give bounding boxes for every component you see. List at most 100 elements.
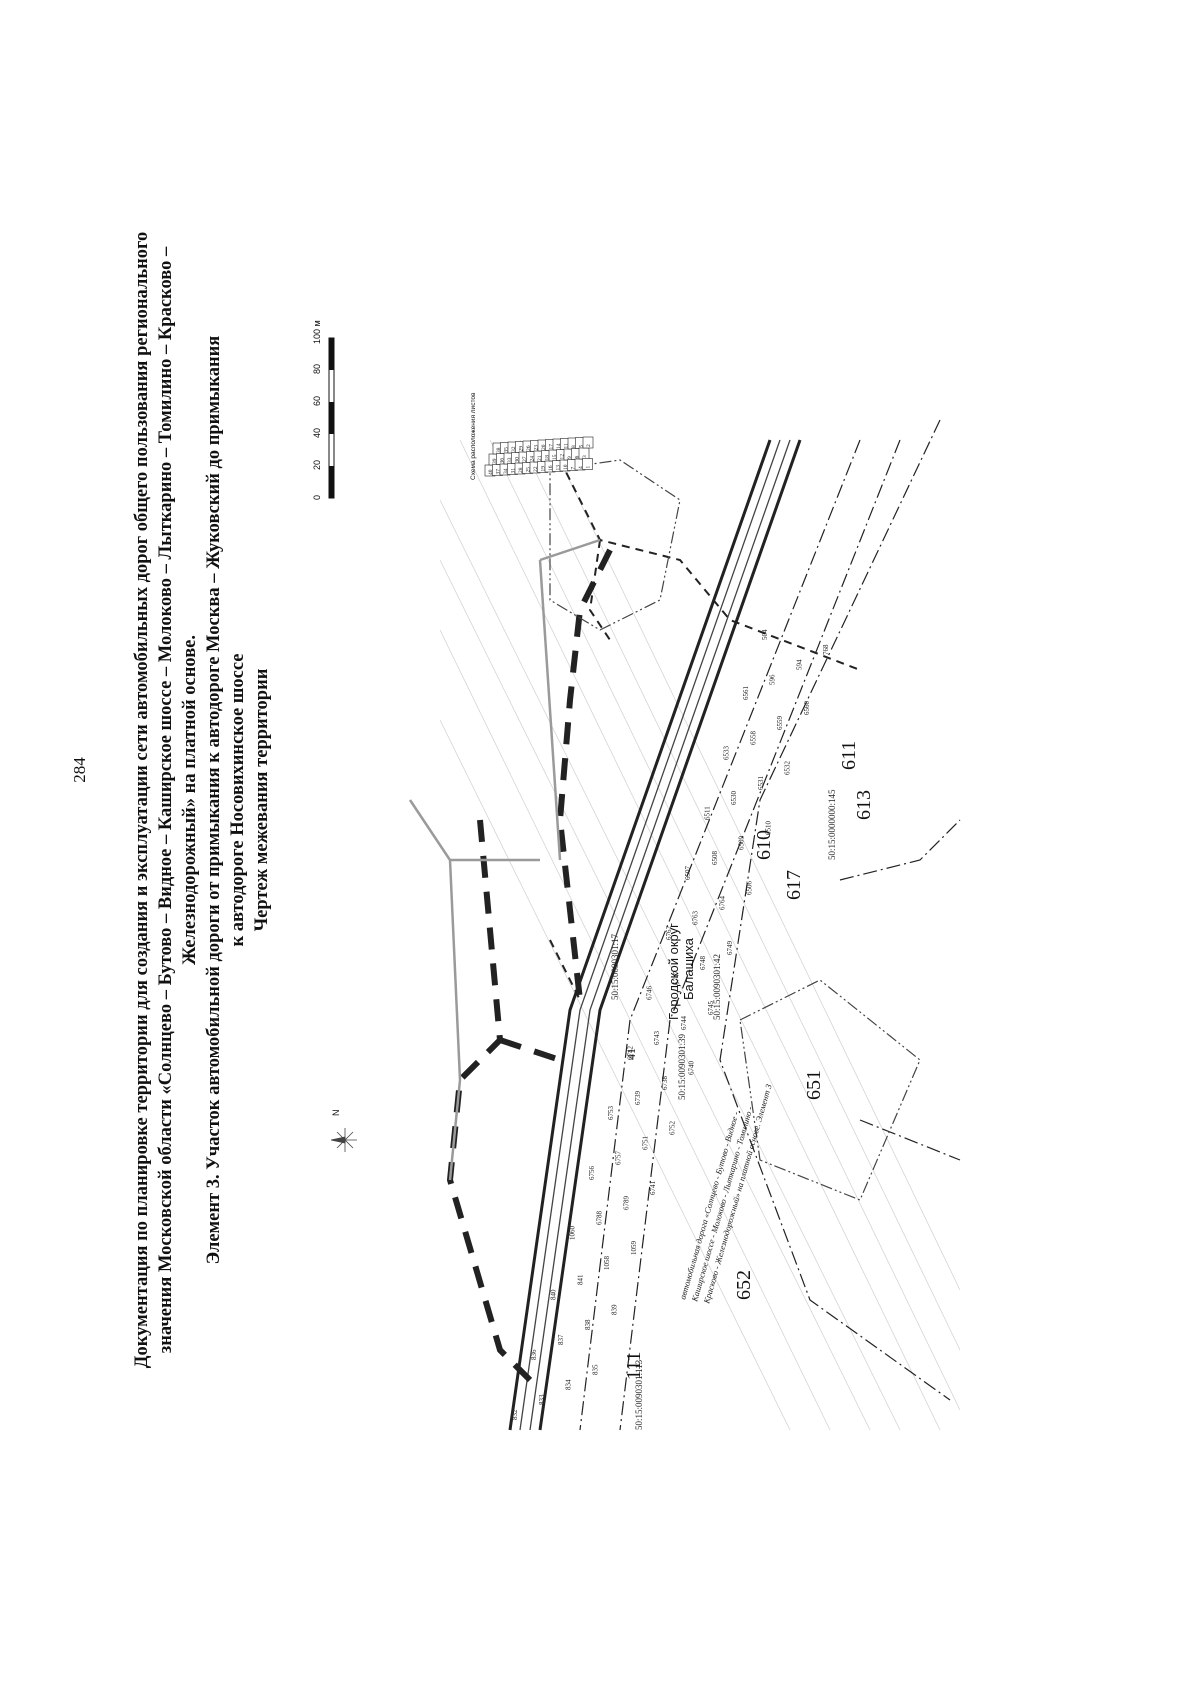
- municipality-label-line-1: Городской округ: [666, 923, 681, 1020]
- sheet-number: 26: [526, 445, 532, 451]
- point-label: 6757: [615, 1151, 623, 1166]
- zone-label-111: 111: [623, 1351, 645, 1380]
- title-line-4: Элемент 3. Участок автомобильной дороги …: [204, 335, 224, 1265]
- point-label: 6752: [668, 1121, 676, 1136]
- point-label: 768: [822, 644, 830, 655]
- sheet-number: 8: [571, 445, 577, 448]
- sheet-cell: [582, 436, 594, 449]
- point-label: 6532: [784, 761, 792, 776]
- point-label: 6531: [757, 776, 765, 791]
- sheet-number: 39: [492, 458, 498, 464]
- title-line-1: Документация по планировке территории дл…: [132, 231, 152, 1369]
- sheet-number: 15: [552, 454, 558, 460]
- parcel-id: 50:15:0000000:145: [827, 789, 837, 860]
- point-label: 832: [511, 1409, 519, 1420]
- parcel-id: 50:15:0090301:113: [634, 1359, 644, 1430]
- point-label: 504: [761, 629, 769, 640]
- parcel-id: 50:15:0090301:42: [712, 954, 722, 1020]
- sheet-number: 3: [582, 455, 588, 458]
- north-arrow: N: [330, 1110, 357, 1152]
- sheet-number: 40: [488, 469, 494, 475]
- point-label: 1058: [603, 1256, 611, 1271]
- sheet-number: 18: [545, 455, 551, 461]
- sheet-layout-scheme: Схема расположения листов 40393837363534…: [470, 392, 594, 480]
- parcel-id: 50:15:0090301:39: [677, 1033, 687, 1100]
- point-label: 839: [611, 1304, 619, 1315]
- zone-label-652: 652: [733, 1270, 755, 1300]
- sheet-number: 38: [496, 447, 502, 453]
- zone-label-651: 651: [803, 1070, 825, 1100]
- zone-label-611: 611: [838, 741, 860, 770]
- point-label: 833: [538, 1394, 546, 1405]
- point-label: 6558: [749, 731, 757, 746]
- sheet-number: 5: [579, 445, 585, 448]
- point-label: 6530: [730, 791, 738, 806]
- point-label: 834: [565, 1379, 573, 1390]
- point-label: 837: [557, 1334, 565, 1345]
- sheet-cells: 4039383736353433323130292827262524232221…: [484, 436, 594, 477]
- municipality-label-line-2: Балашиха: [681, 937, 696, 1000]
- map-background: [439, 439, 961, 1431]
- point-label: 6739: [634, 1091, 642, 1106]
- point-label: 6748: [699, 956, 707, 971]
- point-label: 841: [576, 1274, 584, 1285]
- sheet-number: 2: [586, 444, 592, 447]
- document-title: Документация по планировке территории дл…: [130, 20, 310, 1580]
- point-label: 6744: [680, 1016, 688, 1031]
- zone-label-617: 617: [783, 870, 805, 900]
- road-corridor: [508, 439, 802, 1431]
- sheet-number: 4: [578, 466, 584, 469]
- point-label: 6756: [588, 1166, 596, 1181]
- point-label: 6511: [703, 806, 711, 820]
- land-survey-map[interactable]: 610 611 613 617 651 652 111 41 50:15:009…: [300, 300, 1060, 1440]
- point-label: 6742: [626, 1046, 634, 1061]
- point-label: 596: [769, 674, 777, 685]
- sheet-number: 14: [556, 443, 562, 449]
- gray-boundary: [408, 538, 601, 1181]
- sheet-scheme-title: Схема расположения листов: [470, 392, 477, 480]
- point-label: 6763: [692, 911, 700, 926]
- point-label: 1060: [569, 1226, 577, 1241]
- point-label: 6764: [719, 896, 727, 911]
- scale-tick-60: 60: [312, 396, 322, 406]
- sheet-number: 1: [586, 466, 592, 469]
- sheet-number: 27: [522, 456, 528, 462]
- municipality-label: Городской округ Балашиха: [666, 923, 696, 1020]
- sheet-number: 36: [500, 458, 506, 464]
- sheet-number: 31: [511, 468, 517, 474]
- sheet-number: 32: [511, 446, 517, 452]
- point-label: 840: [550, 1289, 558, 1300]
- sheet-number: 35: [504, 447, 510, 453]
- point-label: 835: [591, 1364, 599, 1375]
- sheet-number: 30: [515, 457, 521, 463]
- point-label: 6751: [642, 1136, 650, 1151]
- point-label: 6507: [684, 866, 692, 881]
- parcel-id: 50:15:0090301:17: [610, 933, 620, 1000]
- point-label: 6762: [665, 926, 673, 941]
- point-label: 836: [530, 1349, 538, 1360]
- zone-label-613: 613: [853, 790, 875, 820]
- point-label: 6741: [649, 1181, 657, 1196]
- title-line-6: Чертеж межевания территории: [252, 668, 272, 932]
- sheet-number: 9: [567, 456, 573, 459]
- point-label: 6738: [661, 1076, 669, 1091]
- sheet-number: 13: [556, 465, 562, 471]
- sheet-number: 21: [537, 455, 543, 461]
- point-label: 6508: [711, 851, 719, 866]
- zone-label-610: 610: [753, 830, 775, 860]
- north-label: N: [331, 1110, 341, 1117]
- sheet-number: 10: [563, 464, 569, 470]
- sheet-number: 22: [533, 466, 539, 472]
- parcel-id-labels: 50:15:0090301:113 50:15:0090301:39 50:15…: [610, 789, 837, 1430]
- point-label: 6506: [745, 881, 753, 896]
- point-label: 6561: [742, 686, 750, 701]
- sheet-number: 28: [518, 467, 524, 473]
- zone-labels: 610 611 613 617 651 652 111 41: [623, 741, 875, 1380]
- point-label: 6509: [738, 836, 746, 851]
- sheet-number: 29: [519, 446, 525, 452]
- point-label: 6789: [622, 1196, 630, 1211]
- parcel-boundaries: [549, 459, 861, 1001]
- scale-tick-100: 100 м: [312, 320, 322, 344]
- scale-tick-0: 0: [312, 495, 322, 500]
- sheet-number: 23: [534, 445, 540, 451]
